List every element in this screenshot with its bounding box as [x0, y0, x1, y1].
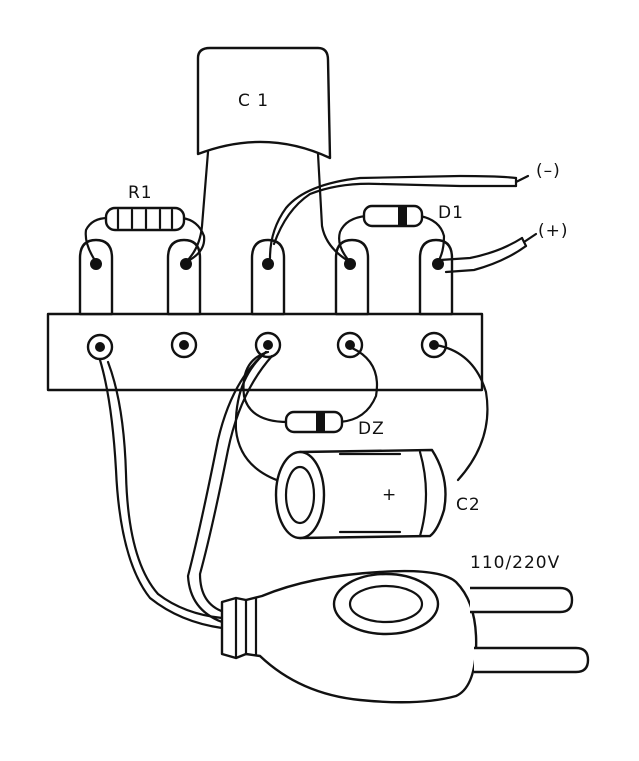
label-c2-plus: +: [382, 485, 397, 505]
mains-cord: [98, 350, 274, 630]
label-positive: (+): [538, 221, 569, 241]
capacitor-c2: + C2: [234, 343, 489, 540]
positive-lead: (+): [438, 221, 569, 274]
label-dz: DZ: [358, 419, 385, 439]
label-negative: (–): [536, 161, 561, 181]
lug-3: [250, 238, 286, 316]
diode-d1: D1: [338, 203, 464, 264]
negative-lead: (–): [268, 161, 561, 260]
terminal-lugs: [78, 238, 454, 316]
rivet-4: [336, 331, 364, 359]
label-d1: D1: [438, 203, 464, 223]
zener-dz: DZ: [242, 346, 385, 439]
mains-plug: 110/220V: [220, 553, 590, 704]
terminal-rivets: [86, 331, 448, 361]
lug-4: [334, 238, 370, 316]
lug-5: [418, 238, 454, 316]
lug-1: [78, 238, 114, 316]
rivet-3: [254, 331, 282, 359]
rivet-5: [420, 331, 448, 359]
plug-pin-bottom: [474, 646, 590, 674]
plug-pin-top: [470, 586, 574, 614]
label-c2: C2: [456, 495, 481, 515]
label-c1: C 1: [238, 91, 269, 111]
label-voltage: 110/220V: [470, 553, 560, 573]
label-r1: R1: [128, 183, 153, 203]
rivet-1: [86, 333, 114, 361]
resistor-r1: R1: [84, 183, 206, 264]
capacitor-c1: C 1: [184, 46, 352, 264]
rivet-2: [170, 331, 198, 359]
